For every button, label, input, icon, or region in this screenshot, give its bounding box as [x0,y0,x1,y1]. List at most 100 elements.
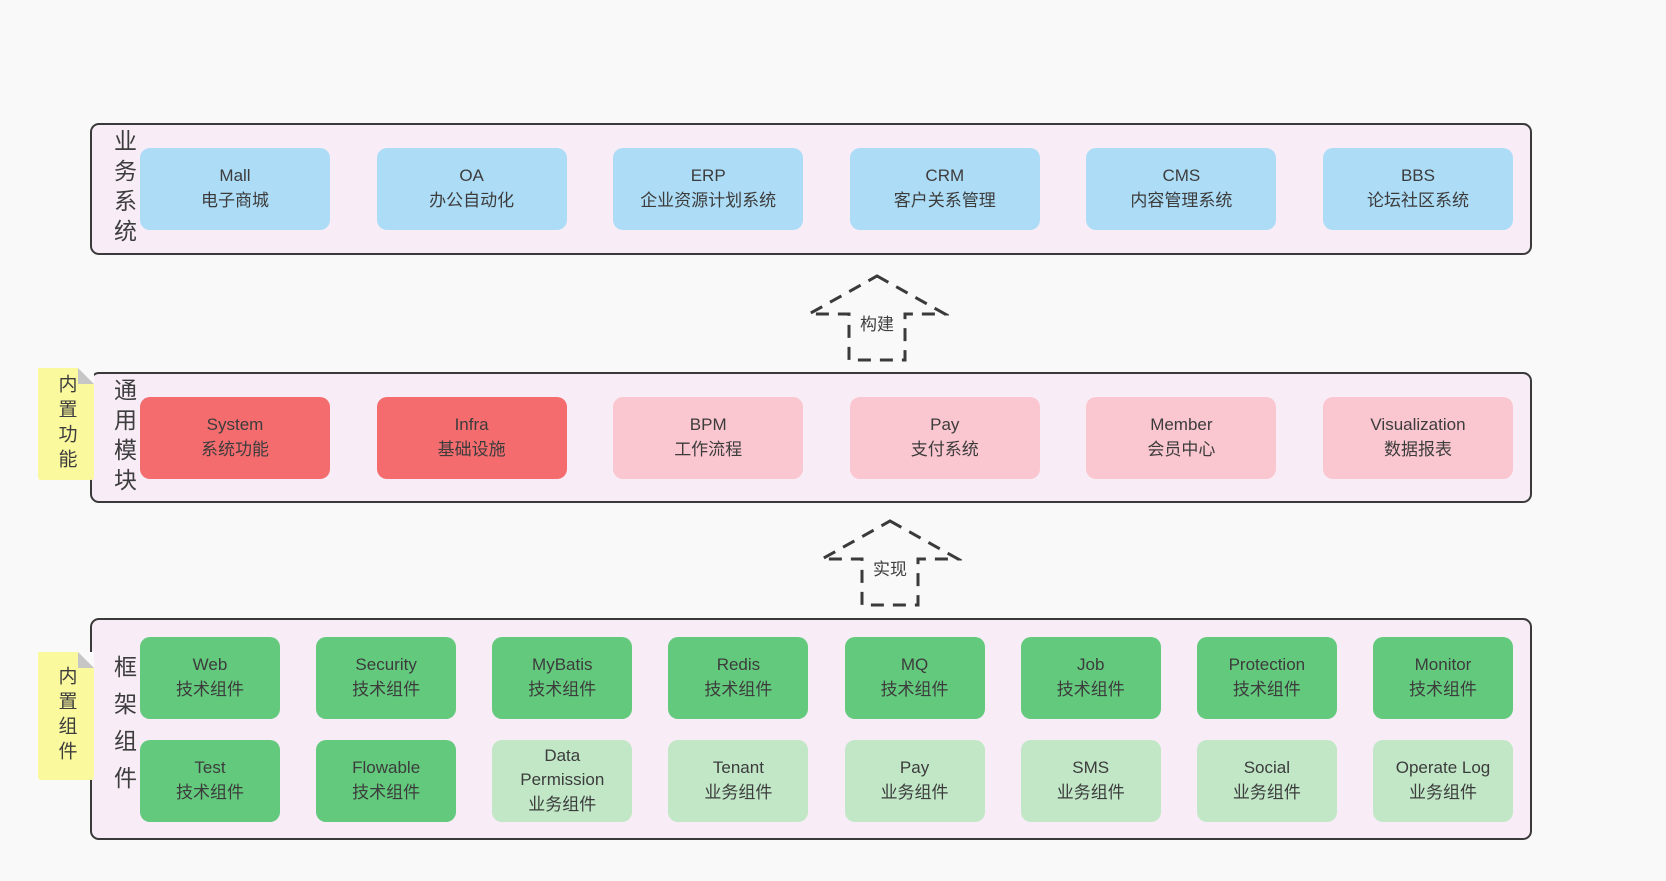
component-box-mybatis: MyBatis 技术组件 [492,636,633,719]
module-desc: 数据报表 [1383,439,1452,459]
component-box-test: Test 技术组件 [140,739,280,822]
component-desc: 技术组件 [352,679,421,699]
component-desc: 技术组件 [352,782,421,802]
component-name: Monitor [1414,654,1472,674]
component-box-data-permission: Data Permission 业务组件 [492,739,633,822]
module-box-visualization: Visualization 数据报表 [1322,396,1513,479]
component-name: Redis [716,654,761,674]
layer-business-systems: 业务系统 Mall 电子商城 OA 办公自动化 ERP 企业资源计划系统 CRM… [90,123,1532,255]
component-desc: 业务组件 [880,782,949,802]
component-name: Test [194,757,226,777]
component-desc: 业务组件 [1232,782,1301,802]
component-desc: 技术组件 [1232,679,1301,699]
module-name: Infra [454,414,489,434]
component-box-monitor: Monitor 技术组件 [1372,636,1513,719]
layer-framework-components: 框架组件 Web 技术组件 Security 技术组件 MyBatis 技术组件… [90,618,1532,840]
component-name: Operate Log [1395,757,1491,777]
module-name: BBS [1400,166,1435,186]
module-box-bpm: BPM 工作流程 [613,396,804,479]
arrow-label: 构建 [860,315,894,334]
arrow-label-backplate [853,312,901,336]
module-name: CMS [1162,166,1201,186]
layer-label: 业务系统 [110,129,137,249]
module-box-oa: OA 办公自动化 [376,148,567,230]
layer-label: 通用模块 [110,377,137,498]
note-fold-corner [78,652,94,668]
module-desc: 办公自动化 [429,191,515,210]
component-desc: 技术组件 [528,679,597,699]
component-desc: 技术组件 [1408,679,1477,699]
component-desc: 技术组件 [880,679,949,699]
layer-common-modules: 通用模块 System 系统功能 Infra 基础设施 BPM 工作流程 Pay… [90,372,1532,503]
layer-label-column: 框架组件 [106,620,140,838]
component-desc: 业务组件 [1408,782,1477,802]
module-box-pay: Pay 支付系统 [849,396,1040,479]
module-desc: 会员中心 [1147,439,1216,459]
module-box-cms: CMS 内容管理系统 [1086,148,1277,230]
component-box-security: Security 技术组件 [316,636,457,719]
arrow-label: 实现 [873,560,907,579]
note-label: 内置组件 [55,666,77,766]
component-name: Job [1076,654,1105,674]
module-box-infra: Infra 基础设施 [376,396,567,479]
module-box-mall: Mall 电子商城 [140,148,330,230]
arrow-label-backplate [866,557,914,581]
component-box-protection: Protection 技术组件 [1196,636,1337,719]
module-box-member: Member 会员中心 [1086,396,1277,479]
component-desc: 技术组件 [176,679,244,699]
component-box-redis: Redis 技术组件 [668,636,809,719]
module-name: CRM [925,166,965,186]
module-box-crm: CRM 客户关系管理 [849,148,1040,230]
component-name: Tenant [712,757,764,777]
component-name: Pay [899,757,930,777]
component-box-operate-log: Operate Log 业务组件 [1372,739,1513,822]
module-desc: 论坛社区系统 [1366,191,1469,210]
component-name: Web [192,654,228,674]
module-desc: 系统功能 [201,439,269,459]
component-box-tenant: Tenant 业务组件 [668,739,809,822]
module-name: Member [1150,414,1213,434]
module-name: System [206,414,264,434]
component-rows: Web 技术组件 Security 技术组件 MyBatis 技术组件 Redi… [140,620,1513,838]
component-box-job: Job 技术组件 [1020,636,1161,719]
component-desc: 技术组件 [704,679,773,699]
module-desc: 企业资源计划系统 [640,191,777,210]
layer-label: 框架组件 [110,655,137,803]
implement-arrow-icon: 实现 [818,519,962,607]
component-desc: 业务组件 [1056,782,1125,802]
module-box-system: System 系统功能 [140,396,330,479]
component-name: Security [355,654,417,674]
module-name: ERP [690,166,726,186]
layer-label-column: 通用模块 [106,374,140,501]
component-row-1: Web 技术组件 Security 技术组件 MyBatis 技术组件 Redi… [140,636,1513,719]
module-name: Visualization [1370,414,1466,434]
build-arrow-icon: 构建 [805,274,949,362]
component-box-web: Web 技术组件 [140,636,280,719]
component-name: Data Permission [520,745,605,790]
module-desc: 内容管理系统 [1130,191,1233,210]
module-desc: 支付系统 [910,439,979,459]
module-name: Mall [219,166,251,186]
component-desc: 业务组件 [528,794,597,814]
module-desc: 客户关系管理 [893,191,996,210]
component-desc: 技术组件 [176,782,244,802]
component-desc: 业务组件 [704,782,773,802]
sticky-note-built-in-components: 内置组件 [38,652,94,780]
component-box-social: Social 业务组件 [1196,739,1337,822]
business-boxes: Mall 电子商城 OA 办公自动化 ERP 企业资源计划系统 CRM 客户关系… [140,125,1513,253]
module-box-erp: ERP 企业资源计划系统 [613,148,804,230]
component-box-pay: Pay 业务组件 [844,739,985,822]
component-name: MyBatis [532,654,593,674]
module-desc: 基础设施 [437,439,506,459]
module-name: OA [459,166,484,186]
component-box-flowable: Flowable 技术组件 [316,739,457,822]
component-desc: 技术组件 [1056,679,1125,699]
module-boxes: System 系统功能 Infra 基础设施 BPM 工作流程 Pay 支付系统… [140,374,1513,501]
module-name: BPM [689,414,727,434]
component-name: SMS [1072,757,1110,777]
component-box-mq: MQ 技术组件 [844,636,985,719]
module-name: Pay [930,414,960,434]
component-name: Protection [1228,654,1306,674]
component-box-sms: SMS 业务组件 [1020,739,1161,822]
